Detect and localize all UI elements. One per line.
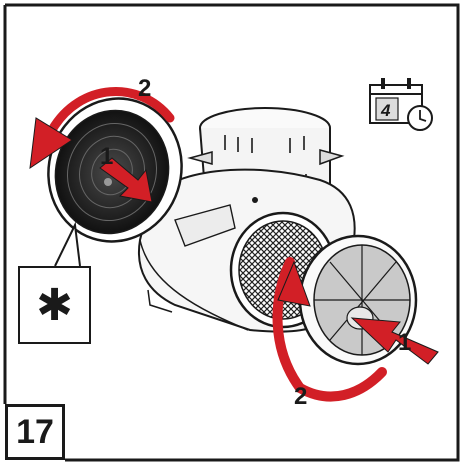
optional-part-callout: ✱: [18, 266, 91, 344]
marker-right-push: 1: [398, 329, 411, 356]
callout-pointer: [55, 225, 80, 266]
step-number-badge: 17: [5, 404, 65, 460]
calendar-clock-icon: 4: [370, 78, 432, 130]
asterisk-symbol: ✱: [36, 280, 73, 331]
marker-right-rotate: 2: [294, 383, 307, 410]
calendar-day: 4: [380, 101, 391, 120]
marker-left-push: 1: [100, 143, 113, 170]
step-number: 17: [16, 413, 54, 452]
marker-left-rotate: 2: [138, 75, 151, 102]
